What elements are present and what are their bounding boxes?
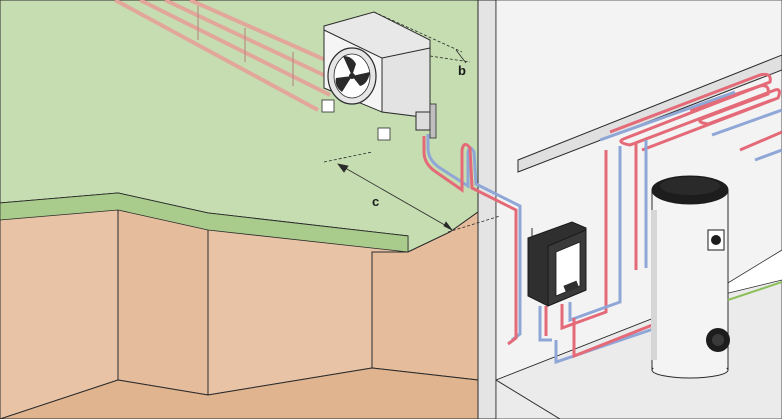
- lawn-edge: [0, 192, 409, 253]
- dimension-arrow-icon: [455, 49, 467, 64]
- dimension-label-c: c: [372, 194, 379, 209]
- buried-pipes: [114, 0, 331, 112]
- indoor-hydro-box: [527, 221, 587, 307]
- soil-front-left: [0, 192, 119, 419]
- house-exterior-wall: [477, 0, 497, 419]
- ceiling-slab: [517, 54, 782, 173]
- underfloor-heating-loops: [599, 72, 782, 162]
- fan-icon: [327, 47, 377, 105]
- ground-wire: [727, 281, 782, 301]
- dimension-label-b: b: [458, 63, 466, 78]
- dimension-b: [373, 11, 471, 64]
- dimension-c: [323, 151, 501, 233]
- connection-pipes: [422, 134, 522, 346]
- distribution-pipes: [538, 140, 663, 365]
- outdoor-heat-pump-unit: [321, 11, 437, 141]
- hot-water-cylinder: [651, 175, 730, 379]
- soil-floor: [0, 367, 479, 419]
